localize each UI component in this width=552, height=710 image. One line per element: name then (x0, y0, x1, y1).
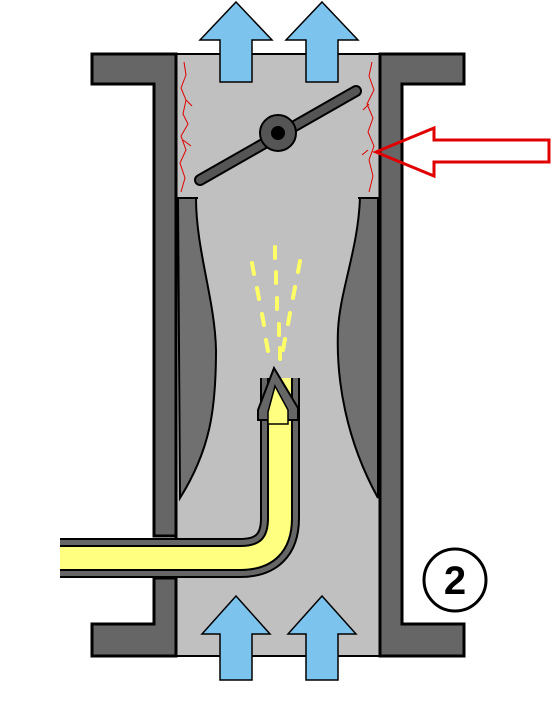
fuel-nozzle-tip-fill (267, 383, 289, 425)
diagram-label-circle (422, 547, 488, 613)
arrow-up-icon (200, 594, 272, 681)
arrow-up-icon (284, 0, 360, 83)
arrow-left-outline-icon (372, 125, 551, 179)
arrow-up-icon (286, 594, 358, 681)
fuel-spray (250, 245, 302, 361)
diagram-label: 2 (422, 547, 488, 613)
crack-lines-right (361, 61, 375, 193)
crack-lines-left (179, 61, 193, 193)
left-venturi (176, 197, 218, 502)
fuel-tube (60, 378, 291, 569)
throttle-shaft (271, 126, 285, 140)
right-housing-wall (378, 52, 466, 658)
arrow-up-icon (198, 0, 274, 83)
right-venturi (336, 197, 379, 499)
diagram-label-text: 2 (444, 559, 466, 603)
